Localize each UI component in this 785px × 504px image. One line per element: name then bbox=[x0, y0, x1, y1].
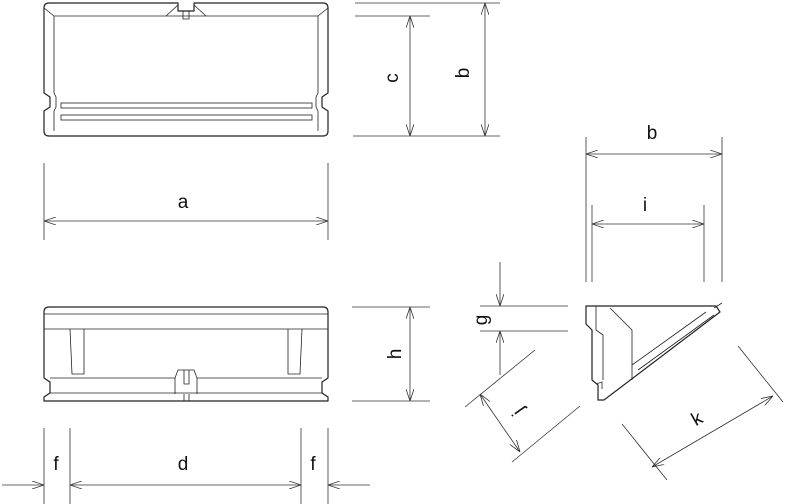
label-b-end: b bbox=[647, 123, 658, 144]
label-f-right: f bbox=[310, 454, 316, 475]
label-c: c bbox=[382, 73, 403, 83]
top-view bbox=[43, 2, 329, 137]
label-j: j bbox=[509, 403, 529, 419]
label-b-side: b bbox=[453, 68, 474, 79]
label-d: d bbox=[178, 454, 189, 475]
label-f-left: f bbox=[53, 454, 59, 475]
front-view bbox=[43, 306, 329, 402]
label-h: h bbox=[385, 349, 406, 360]
label-a: a bbox=[178, 192, 189, 213]
label-i: i bbox=[643, 195, 647, 216]
label-k: k bbox=[688, 408, 707, 431]
dimension-labels: a c b b i g h j k f d f bbox=[53, 68, 707, 475]
label-g: g bbox=[471, 315, 492, 326]
side-section bbox=[585, 302, 723, 401]
